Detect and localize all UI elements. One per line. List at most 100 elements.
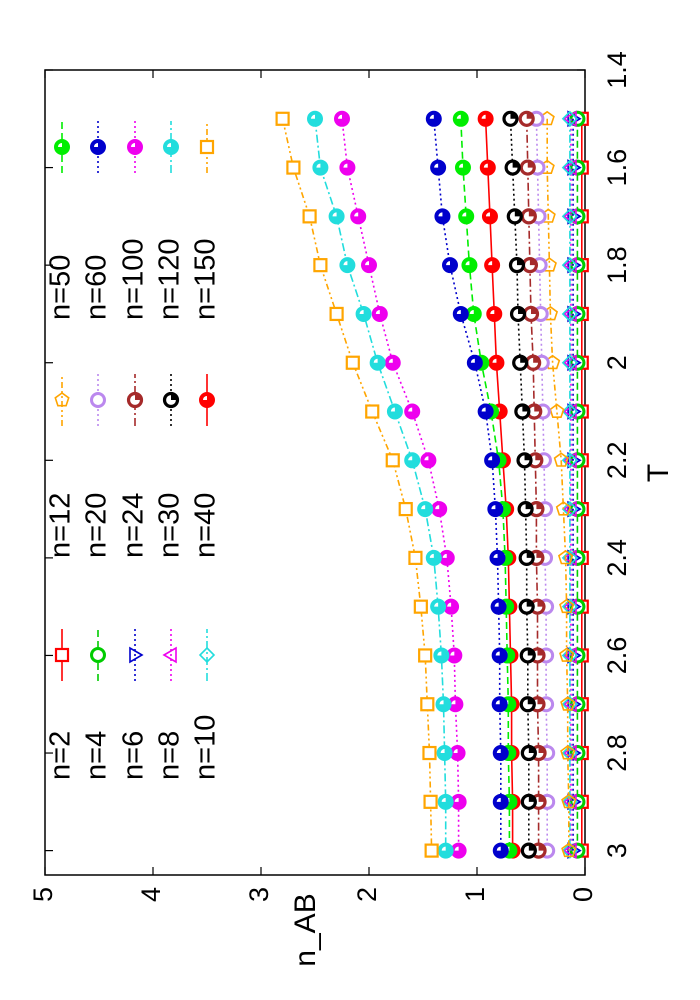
data-point xyxy=(526,112,534,119)
data-point xyxy=(420,697,435,712)
data-point xyxy=(528,795,536,802)
data-point xyxy=(450,651,455,656)
data-point xyxy=(431,501,448,518)
data-point xyxy=(456,114,461,119)
legend-label: n=150 xyxy=(190,239,222,320)
legend-label: n=10 xyxy=(190,715,222,780)
data-point xyxy=(316,163,321,168)
data-point xyxy=(417,501,434,518)
legend-marker xyxy=(129,646,144,664)
data-point xyxy=(553,452,569,467)
data-point xyxy=(424,843,439,858)
series-line xyxy=(525,118,540,851)
data-point xyxy=(458,163,463,168)
legend-item: n=4 xyxy=(81,629,113,780)
data-point xyxy=(423,794,438,809)
legend-label: n=2 xyxy=(45,731,77,780)
legend-label: n=120 xyxy=(154,239,186,320)
data-point xyxy=(470,358,475,363)
legend-label: n=40 xyxy=(190,493,222,558)
data-point xyxy=(437,651,442,656)
legend-marker xyxy=(171,393,178,400)
legend-marker xyxy=(199,139,215,155)
data-point xyxy=(421,505,426,510)
data-point xyxy=(561,598,579,615)
legend-marker xyxy=(90,647,106,663)
legend-label: n=50 xyxy=(45,255,77,320)
data-point xyxy=(527,648,535,656)
data-point xyxy=(557,549,574,565)
y-tick-label: 2 xyxy=(352,887,382,902)
data-point xyxy=(561,403,579,420)
legend-marker xyxy=(203,396,207,400)
series-n=10 xyxy=(561,110,579,859)
y-tick-label: 0 xyxy=(568,887,598,902)
data-point xyxy=(533,356,540,363)
legend-label: n=12 xyxy=(45,493,77,558)
data-point xyxy=(561,354,579,371)
data-point xyxy=(313,258,328,273)
legend-item: n=8 xyxy=(154,629,186,780)
series-n=30 xyxy=(502,110,537,859)
data-point xyxy=(528,844,536,851)
data-point xyxy=(487,501,504,518)
data-point xyxy=(535,453,542,461)
data-point xyxy=(555,501,572,516)
data-point xyxy=(536,551,543,558)
data-point xyxy=(559,647,575,662)
data-point xyxy=(454,797,459,802)
data-point xyxy=(529,258,537,266)
legend-marker xyxy=(94,143,98,147)
x-tick-label: 1.8 xyxy=(602,246,632,284)
data-point xyxy=(526,551,534,558)
data-point xyxy=(561,305,579,323)
data-point xyxy=(526,600,534,607)
data-point xyxy=(446,261,450,266)
legend-marker xyxy=(58,143,62,147)
data-point xyxy=(275,111,290,126)
data-point xyxy=(408,550,423,565)
data-point xyxy=(561,110,579,127)
data-point xyxy=(481,407,486,412)
data-point xyxy=(538,795,546,802)
y-tick-label: 3 xyxy=(244,887,274,902)
data-point xyxy=(441,797,446,802)
data-point xyxy=(538,746,546,754)
plot-frame xyxy=(44,69,586,876)
x-axis-label: T xyxy=(642,464,675,482)
data-point xyxy=(481,114,486,119)
data-point xyxy=(538,844,546,851)
data-point xyxy=(311,114,315,119)
data-point xyxy=(424,456,429,461)
legend-marker xyxy=(54,647,70,663)
y-axis-label: n_AB xyxy=(289,893,322,966)
data-point xyxy=(496,749,501,754)
data-point xyxy=(496,846,501,851)
legend-marker xyxy=(135,393,142,400)
data-point xyxy=(418,648,433,663)
data-point xyxy=(561,793,577,809)
data-point xyxy=(302,209,317,224)
data-point xyxy=(373,358,378,363)
legend-item: n=20 xyxy=(81,374,113,558)
series-layer xyxy=(275,110,589,859)
data-point xyxy=(434,163,439,168)
legend-label: n=60 xyxy=(81,255,113,320)
series-line xyxy=(433,118,502,851)
legend-item: n=120 xyxy=(154,121,186,320)
legend-label: n=100 xyxy=(118,239,150,320)
legend-marker xyxy=(54,392,70,407)
y-tick-label: 1 xyxy=(460,887,490,902)
data-point xyxy=(434,602,439,607)
data-point xyxy=(527,161,535,168)
legend-item: n=2 xyxy=(45,629,77,780)
data-point xyxy=(359,309,364,314)
series-line xyxy=(546,118,570,851)
series-line xyxy=(484,118,514,851)
data-point xyxy=(451,700,456,705)
data-point xyxy=(447,602,452,607)
data-point xyxy=(388,358,393,363)
legend-marker xyxy=(131,143,135,147)
legend-label: n=24 xyxy=(118,493,150,558)
